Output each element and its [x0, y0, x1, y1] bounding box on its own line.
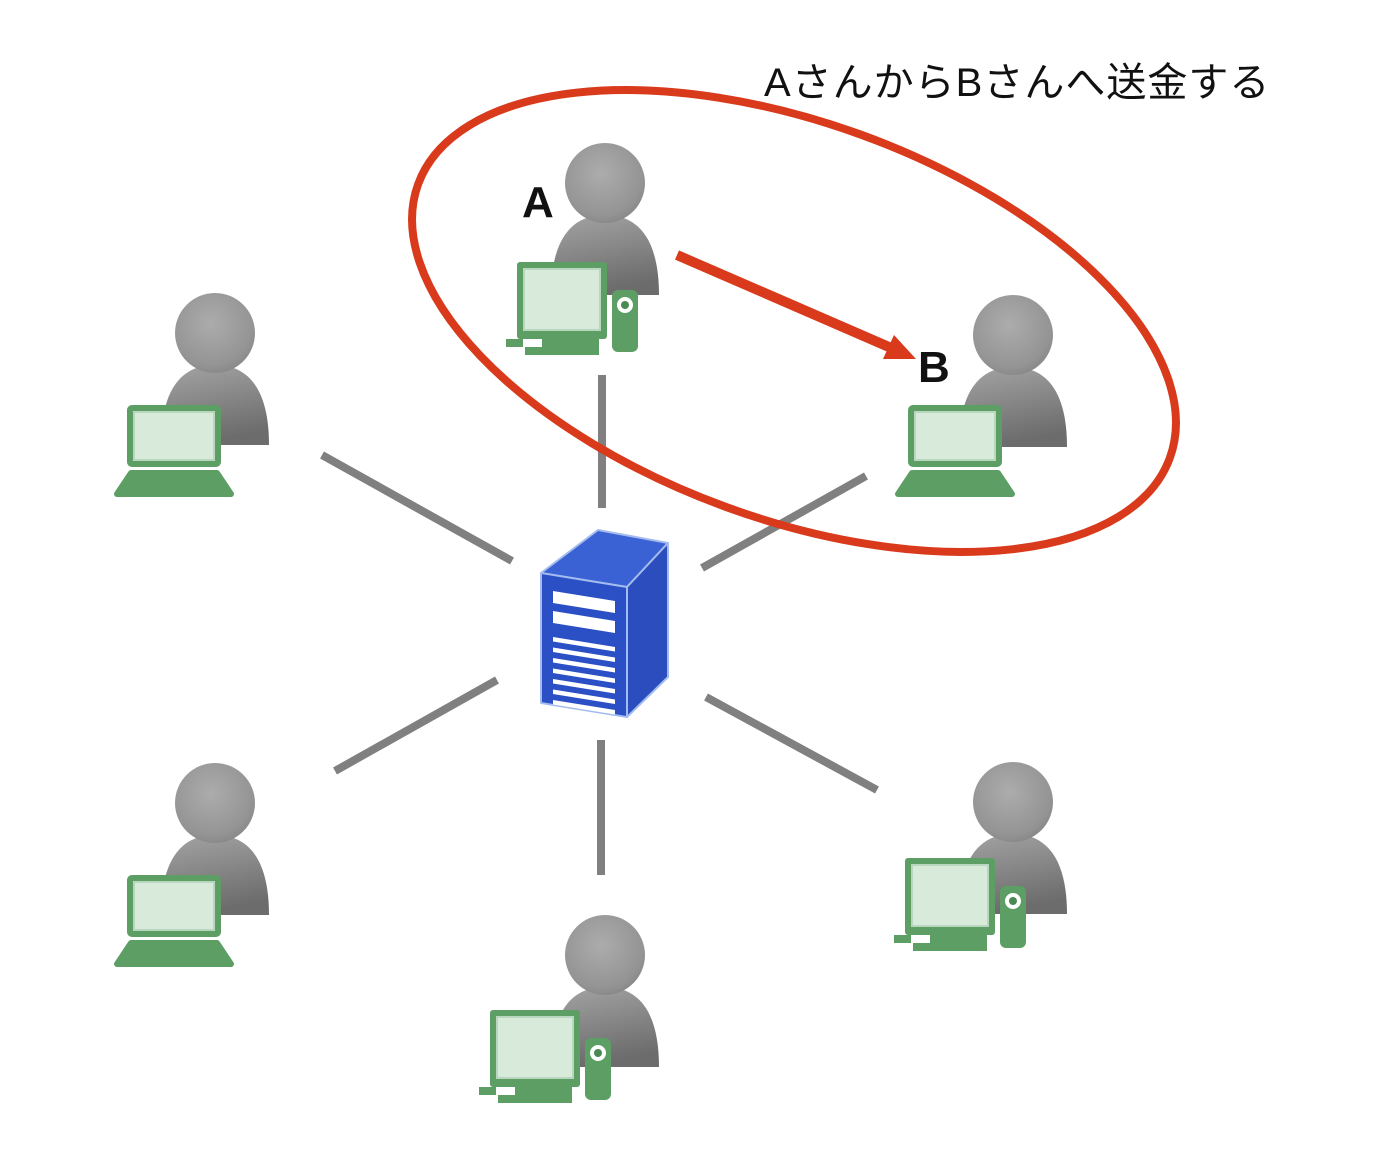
highlight-ellipse — [408, 86, 1180, 556]
user-a-label: A — [522, 178, 554, 227]
user-bottom-left-icon — [117, 763, 269, 964]
user-bottom-center-icon — [478, 915, 659, 1104]
user-left-icon — [117, 293, 269, 494]
transfer-arrow — [675, 250, 891, 352]
user-b-label: B — [918, 343, 950, 392]
server-icon — [540, 529, 669, 719]
user-b-icon — [898, 295, 1067, 494]
link-server-user-bottom-right — [704, 693, 879, 794]
link-server-user-bottom-left — [333, 676, 499, 775]
annotation-title: AさんからBさんへ送金する — [764, 61, 1271, 105]
transfer-highlight — [408, 86, 1180, 556]
transfer-arrowhead-icon — [883, 335, 916, 359]
link-server-user-left — [320, 451, 514, 565]
user-bottom-right-icon — [893, 762, 1067, 952]
user-a-icon — [505, 143, 659, 356]
